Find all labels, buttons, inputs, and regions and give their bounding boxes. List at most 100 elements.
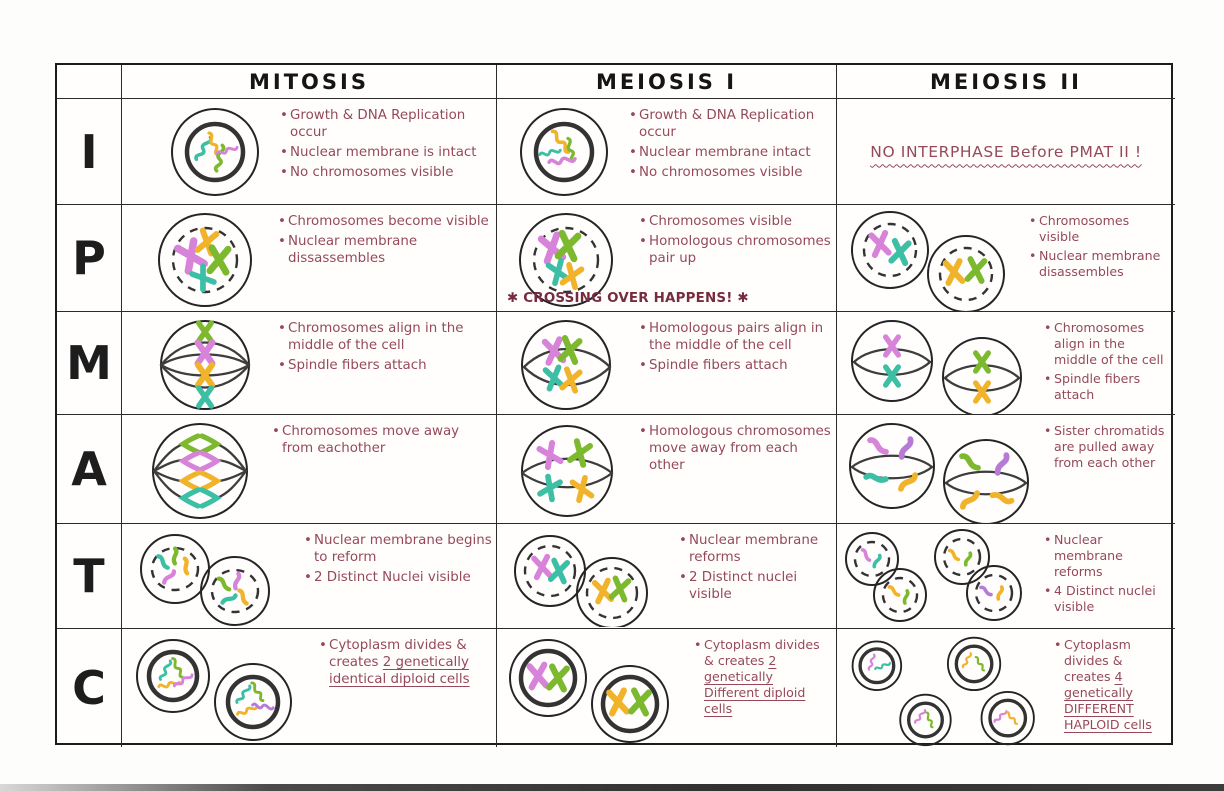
- cytokinesis-meiosis2-cell-drawing: [851, 636, 1035, 747]
- note: Cytoplasm divides & creates 4 geneticall…: [1053, 637, 1171, 733]
- note-underlined-text: 2 genetically Different diploid cells: [704, 652, 806, 716]
- cytokinesis-meiosis1-cell-drawing: [509, 639, 669, 743]
- prophase-meiosis2-cell-drawing: [851, 211, 1005, 311]
- note: Chromosomes align in the middle of the c…: [277, 320, 492, 354]
- anaphase-meiosis1-notes: Homologous chromosomes move away from ea…: [638, 420, 832, 477]
- note: Growth & DNA Replication occur: [628, 107, 832, 141]
- anaphase-meiosis2-cell-drawing: [849, 423, 1029, 523]
- metaphase-mitosis-cell-drawing: [159, 320, 251, 410]
- prophase-meiosis2-notes: Chromosomes visible Nuclear membrane dis…: [1028, 210, 1171, 283]
- anaphase-meiosis2-notes: Sister chromatids are pulled away from e…: [1043, 420, 1171, 474]
- note: Homologous chromosomes move away from ea…: [638, 423, 832, 474]
- cytokinesis-mitosis-notes: Cytoplasm divides & creates 2 geneticall…: [318, 634, 492, 691]
- cytokinesis-mitosis-cell-drawing: [136, 639, 292, 741]
- column-header-meiosis-1: MEIOSIS I: [497, 65, 837, 99]
- note: Nuclear membrane begins to reform: [303, 532, 492, 566]
- note: Chromosomes become visible: [277, 213, 492, 230]
- note-underlined-text: 4 genetically DIFFERENT HAPLOID cells: [1064, 668, 1152, 732]
- anaphase-mitosis-notes: Chromosomes move away from eachother: [271, 420, 492, 460]
- cell-anaphase-meiosis1: Homologous chromosomes move away from ea…: [497, 415, 837, 524]
- corner-cell: [57, 65, 122, 99]
- note: Nuclear membrane reforms: [1043, 532, 1171, 580]
- note-underlined-text: 2 genetically identical diploid cells: [329, 655, 470, 688]
- note-text: Cytoplasm divides & creates: [329, 638, 467, 671]
- cell-cytokinesis-mitosis: Cytoplasm divides & creates 2 geneticall…: [122, 629, 497, 747]
- note: 2 Distinct nuclei visible: [678, 569, 832, 603]
- interphase-mitosis-cell-drawing: [171, 108, 259, 196]
- column-header-mitosis: MITOSIS: [122, 65, 497, 99]
- note-text: Cytoplasm divides & creates: [1064, 637, 1131, 684]
- note: 2 Distinct Nuclei visible: [303, 569, 492, 586]
- stage-letter-anaphase: A: [57, 415, 122, 524]
- cell-telophase-meiosis1: Nuclear membrane reforms 2 Distinct nucl…: [497, 524, 837, 629]
- note: Nuclear membrane is intact: [279, 144, 492, 161]
- note: Nuclear membrane intact: [628, 144, 832, 161]
- cell-metaphase-meiosis1: Homologous pairs align in the middle of …: [497, 312, 837, 415]
- note: Chromosomes visible: [1028, 213, 1171, 245]
- telophase-meiosis1-notes: Nuclear membrane reforms 2 Distinct nucl…: [678, 529, 832, 606]
- prophase-meiosis1-notes: Chromosomes visible Homologous chromosom…: [638, 210, 832, 270]
- cell-interphase-meiosis2: NO INTERPHASE Before PMAT II !: [837, 99, 1175, 205]
- telophase-mitosis-notes: Nuclear membrane begins to reform 2 Dist…: [303, 529, 492, 589]
- telophase-meiosis1-cell-drawing: [514, 535, 648, 627]
- cell-metaphase-meiosis2: Chromosomes align in the middle of the c…: [837, 312, 1175, 415]
- telophase-meiosis2-notes: Nuclear membrane reforms 4 Distinct nucl…: [1043, 529, 1171, 618]
- cell-prophase-mitosis: Chromosomes become visible Nuclear membr…: [122, 205, 497, 312]
- cytokinesis-meiosis1-notes: Cytoplasm divides & creates 2 geneticall…: [693, 634, 832, 720]
- telophase-mitosis-cell-drawing: [140, 534, 270, 626]
- stage-letter-telophase: T: [57, 524, 122, 629]
- note: Spindle fibers attach: [1043, 371, 1171, 403]
- stage-letter-interphase: I: [57, 99, 122, 205]
- column-header-meiosis-2: MEIOSIS II: [837, 65, 1175, 99]
- scan-edge-shadow: [0, 784, 1224, 791]
- note: Growth & DNA Replication occur: [279, 107, 492, 141]
- cell-interphase-meiosis1: Growth & DNA Replication occur Nuclear m…: [497, 99, 837, 205]
- metaphase-meiosis2-notes: Chromosomes align in the middle of the c…: [1043, 317, 1171, 406]
- metaphase-mitosis-notes: Chromosomes align in the middle of the c…: [277, 317, 492, 377]
- mitosis-meiosis-comparison-table: MITOSIS MEIOSIS I MEIOSIS II I Growth & …: [55, 63, 1175, 747]
- metaphase-meiosis1-notes: Homologous pairs align in the middle of …: [638, 317, 832, 377]
- anaphase-meiosis1-cell-drawing: [520, 425, 614, 517]
- note: Chromosomes align in the middle of the c…: [1043, 320, 1171, 368]
- note-text: Cytoplasm divides & creates: [704, 637, 820, 668]
- no-interphase-note: NO INTERPHASE Before PMAT II !: [870, 142, 1142, 161]
- note: Nuclear membrane dissassembles: [277, 233, 492, 267]
- cell-telophase-meiosis2: Nuclear membrane reforms 4 Distinct nucl…: [837, 524, 1175, 629]
- cell-anaphase-mitosis: Chromosomes move away from eachother: [122, 415, 497, 524]
- note: No chromosomes visible: [628, 164, 832, 181]
- metaphase-meiosis2-cell-drawing: [851, 320, 1022, 414]
- interphase-meiosis1-cell-drawing: [520, 108, 608, 196]
- note: Chromosomes visible: [638, 213, 832, 230]
- cell-interphase-mitosis: Growth & DNA Replication occur Nuclear m…: [122, 99, 497, 205]
- note: Spindle fibers attach: [277, 357, 492, 374]
- cell-metaphase-mitosis: Chromosomes align in the middle of the c…: [122, 312, 497, 415]
- cell-cytokinesis-meiosis2: Cytoplasm divides & creates 4 geneticall…: [837, 629, 1175, 747]
- note: Spindle fibers attach: [638, 357, 832, 374]
- stage-letter-prophase: P: [57, 205, 122, 312]
- prophase-mitosis-notes: Chromosomes become visible Nuclear membr…: [277, 210, 492, 270]
- note: Nuclear membrane reforms: [678, 532, 832, 566]
- prophase-meiosis1-cell-drawing: [519, 213, 613, 307]
- note: Sister chromatids are pulled away from e…: [1043, 423, 1171, 471]
- interphase-mitosis-notes: Growth & DNA Replication occur Nuclear m…: [279, 104, 492, 184]
- stage-letter-cytokinesis: C: [57, 629, 122, 747]
- telophase-meiosis2-cell-drawing: [845, 529, 1022, 622]
- prophase-mitosis-cell-drawing: [158, 213, 252, 307]
- cell-anaphase-meiosis2: Sister chromatids are pulled away from e…: [837, 415, 1175, 524]
- note: Chromosomes move away from eachother: [271, 423, 492, 457]
- note: Nuclear membrane disassembles: [1028, 248, 1171, 280]
- cytokinesis-meiosis2-notes: Cytoplasm divides & creates 4 geneticall…: [1053, 634, 1171, 736]
- metaphase-meiosis1-cell-drawing: [521, 320, 612, 410]
- stage-letter-metaphase: M: [57, 312, 122, 415]
- note: Cytoplasm divides & creates 2 geneticall…: [318, 637, 492, 688]
- anaphase-mitosis-cell-drawing: [152, 423, 248, 519]
- note: Homologous chromosomes pair up: [638, 233, 832, 267]
- cell-prophase-meiosis2: Chromosomes visible Nuclear membrane dis…: [837, 205, 1175, 312]
- cell-telophase-mitosis: Nuclear membrane begins to reform 2 Dist…: [122, 524, 497, 629]
- interphase-meiosis1-notes: Growth & DNA Replication occur Nuclear m…: [628, 104, 832, 184]
- crossing-over-note: ✱ CROSSING OVER HAPPENS! ✱: [507, 291, 749, 306]
- note: Cytoplasm divides & creates 2 geneticall…: [693, 637, 832, 717]
- cell-prophase-meiosis1: Chromosomes visible Homologous chromosom…: [497, 205, 837, 312]
- note: No chromosomes visible: [279, 164, 492, 181]
- note: 4 Distinct nuclei visible: [1043, 583, 1171, 615]
